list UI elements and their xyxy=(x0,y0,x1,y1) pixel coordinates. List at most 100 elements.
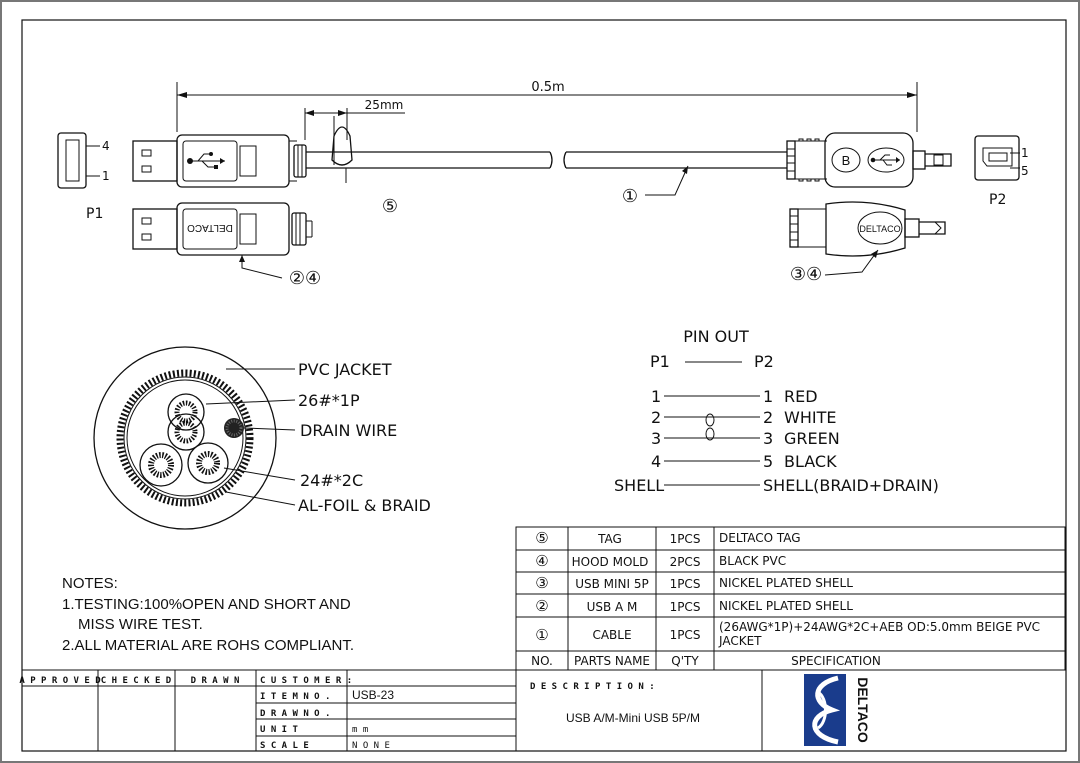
pair-conductor-1 xyxy=(167,393,205,431)
unit-value: m m xyxy=(352,725,368,735)
mini-usb-plug-top: B xyxy=(786,132,952,188)
pin-left-4: 4 xyxy=(651,452,661,471)
pin-color-1: RED xyxy=(784,387,818,406)
mini-usb-plug-side: DELTACO xyxy=(789,201,946,257)
strip-dimension-label: 25mm xyxy=(365,98,404,112)
label-pvc-jacket: PVC JACKET xyxy=(298,360,392,379)
usb-trident-icon-mini xyxy=(870,154,900,166)
bom-qty-3: 1PCS xyxy=(670,577,701,591)
bom-spec-5: DELTACO TAG xyxy=(719,531,801,545)
bom-qty-4: 2PCS xyxy=(670,555,701,569)
pin-right-1: 1 xyxy=(763,387,773,406)
bom-part-1: CABLE xyxy=(592,628,631,642)
bom-no-3: ③ xyxy=(535,574,548,592)
callout-mini-usb-hood: ③④ xyxy=(790,264,822,285)
inner-border xyxy=(21,19,1067,752)
bom-header-spec: SPECIFICATION xyxy=(791,654,881,668)
pin-left-3: 3 xyxy=(651,429,661,448)
title-block: A P P R O V E D C H E C K E D D R A W N … xyxy=(19,669,1065,751)
hood-text-b: DELTACO xyxy=(859,224,900,234)
bom-qty-1: 1PCS xyxy=(670,628,701,642)
bom-part-2: USB A M xyxy=(587,600,638,614)
twist-mark-lower xyxy=(705,427,715,441)
logo-text: DELTACO xyxy=(855,677,871,743)
hood-text-a: DELTACO xyxy=(187,222,233,233)
pin-shell-right: SHELL(BRAID+DRAIN) xyxy=(763,476,939,495)
notes-heading: NOTES: xyxy=(62,575,118,592)
p2-pin-top: 1 xyxy=(1021,146,1029,160)
scale-value: N O N E xyxy=(352,741,390,751)
bom-no-5: ⑤ xyxy=(535,529,548,547)
callout-usb-a-hood: ②④ xyxy=(289,268,321,289)
pin-right-2: 2 xyxy=(763,408,773,427)
cable-cross-section: PVC JACKET 26#*1P DRAIN WIRE 24#*2C AL-F… xyxy=(93,346,431,530)
callout-cable: ① xyxy=(622,186,638,207)
bom-part-5: TAG xyxy=(597,532,622,546)
deltaco-logo: DELTACO xyxy=(804,674,871,746)
power-conductor-2 xyxy=(187,442,229,484)
pinout-p1: P1 xyxy=(650,352,670,371)
label-drain-wire: DRAIN WIRE xyxy=(300,421,397,440)
p2-label: P2 xyxy=(989,192,1006,208)
bom-header-qty: Q'TY xyxy=(671,654,699,668)
twist-mark-upper xyxy=(705,413,715,427)
usb-a-plug-top xyxy=(132,134,307,188)
p1-label: P1 xyxy=(86,206,103,222)
pin-shell-left: SHELL xyxy=(614,476,664,495)
cable-assembly-view: 0.5m 25mm 4 1 P1 xyxy=(57,80,1029,289)
checked-label: C H E C K E D xyxy=(101,676,172,686)
bom-spec-1-cont: JACKET xyxy=(718,634,762,648)
pair-conductor-2 xyxy=(167,413,205,451)
notes-line-2: MISS WIRE TEST. xyxy=(78,616,203,633)
bom-header-part: PARTS NAME xyxy=(574,654,650,668)
pin-right-4: 5 xyxy=(763,452,773,471)
bom-part-3: USB MINI 5P xyxy=(575,577,649,591)
pinout-table: PIN OUT P1 P2 1 1 RED 2 2 WHITE 3 3 GREE… xyxy=(614,327,939,495)
bom-spec-4: BLACK PVC xyxy=(719,554,786,568)
power-conductor-1 xyxy=(139,443,183,487)
pinout-p2: P2 xyxy=(754,352,774,371)
pin-color-3: GREEN xyxy=(784,429,840,448)
p2-end-view: 1 5 P2 xyxy=(974,135,1029,208)
description-label: D E S C R I P T I O N : xyxy=(530,682,655,692)
scale-label: S C A L E xyxy=(260,741,309,751)
label-foil-braid: AL-FOIL & BRAID xyxy=(298,496,431,515)
cable-body xyxy=(306,151,787,169)
item-no-label: I T E M N O . xyxy=(260,692,330,702)
drawn-label: D R A W N xyxy=(191,676,240,686)
notes-line-1: 1.TESTING:100%OPEN AND SHORT AND xyxy=(62,596,351,613)
p1-end-view: 4 1 P1 xyxy=(57,132,110,222)
customer-label: C U S T O M E R : xyxy=(260,676,352,686)
bom-header-no: NO. xyxy=(531,654,553,668)
bom-no-2: ② xyxy=(535,597,548,615)
notes-line-3: 2.ALL MATERIAL ARE ROHS COMPLIANT. xyxy=(62,637,354,654)
deltaco-tag xyxy=(331,126,353,183)
notes: NOTES: 1.TESTING:100%OPEN AND SHORT AND … xyxy=(62,575,354,654)
callout-tag: ⑤ xyxy=(382,196,398,217)
pin-left-1: 1 xyxy=(651,387,661,406)
p1-pin-bottom: 1 xyxy=(102,169,110,183)
length-dimension-label: 0.5m xyxy=(531,80,564,95)
bom-spec-2: NICKEL PLATED SHELL xyxy=(719,599,853,613)
p2-pin-bottom: 5 xyxy=(1021,164,1029,178)
b-mark: B xyxy=(842,153,851,168)
pin-color-4: BLACK xyxy=(784,452,837,471)
braid-ring xyxy=(116,369,254,507)
bill-of-materials: ⑤ TAG 1PCS DELTACO TAG ④ HOOD MOLD 2PCS … xyxy=(515,526,1066,671)
bom-part-4: HOOD MOLD xyxy=(572,555,649,569)
bom-no-4: ④ xyxy=(535,552,548,570)
unit-label: U N I T xyxy=(260,725,299,735)
description-value: USB A/M-Mini USB 5P/M xyxy=(566,711,700,725)
bom-qty-2: 1PCS xyxy=(670,600,701,614)
usb-trident-icon xyxy=(187,152,225,169)
p1-pin-top: 4 xyxy=(102,139,110,153)
label-signal-pair: 26#*1P xyxy=(298,391,360,410)
pvc-jacket-outline xyxy=(93,346,277,530)
pin-left-2: 2 xyxy=(651,408,661,427)
pin-color-2: WHITE xyxy=(784,408,836,427)
bom-qty-5: 1PCS xyxy=(670,532,701,546)
label-power-conductors: 24#*2C xyxy=(300,471,363,490)
bom-spec-1: (26AWG*1P)+24AWG*2C+AEB OD:5.0mm BEIGE P… xyxy=(719,620,1040,634)
